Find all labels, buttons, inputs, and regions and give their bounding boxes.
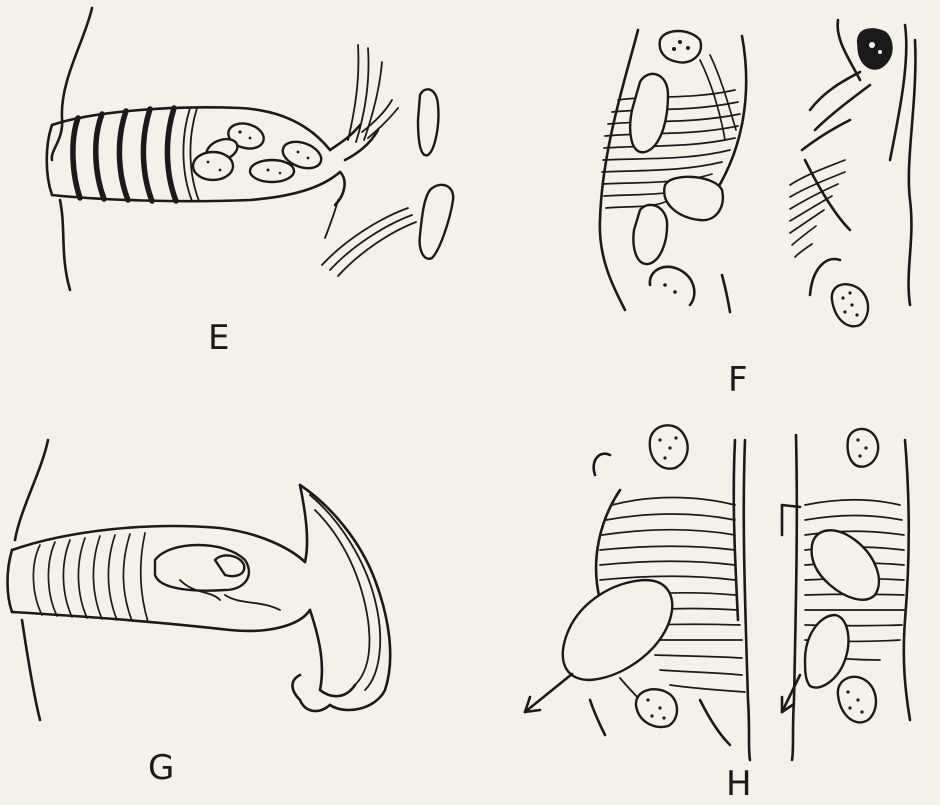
panel-f-drawing bbox=[600, 20, 916, 326]
panel-label-g: G bbox=[148, 748, 174, 788]
panel-e-drawing bbox=[47, 8, 453, 290]
panel-h-drawing bbox=[525, 425, 910, 760]
panel-label-f: F bbox=[728, 360, 748, 400]
panel-label-e: E bbox=[208, 318, 229, 358]
panel-label-h: H bbox=[726, 764, 752, 804]
panel-g-drawing bbox=[8, 440, 391, 720]
